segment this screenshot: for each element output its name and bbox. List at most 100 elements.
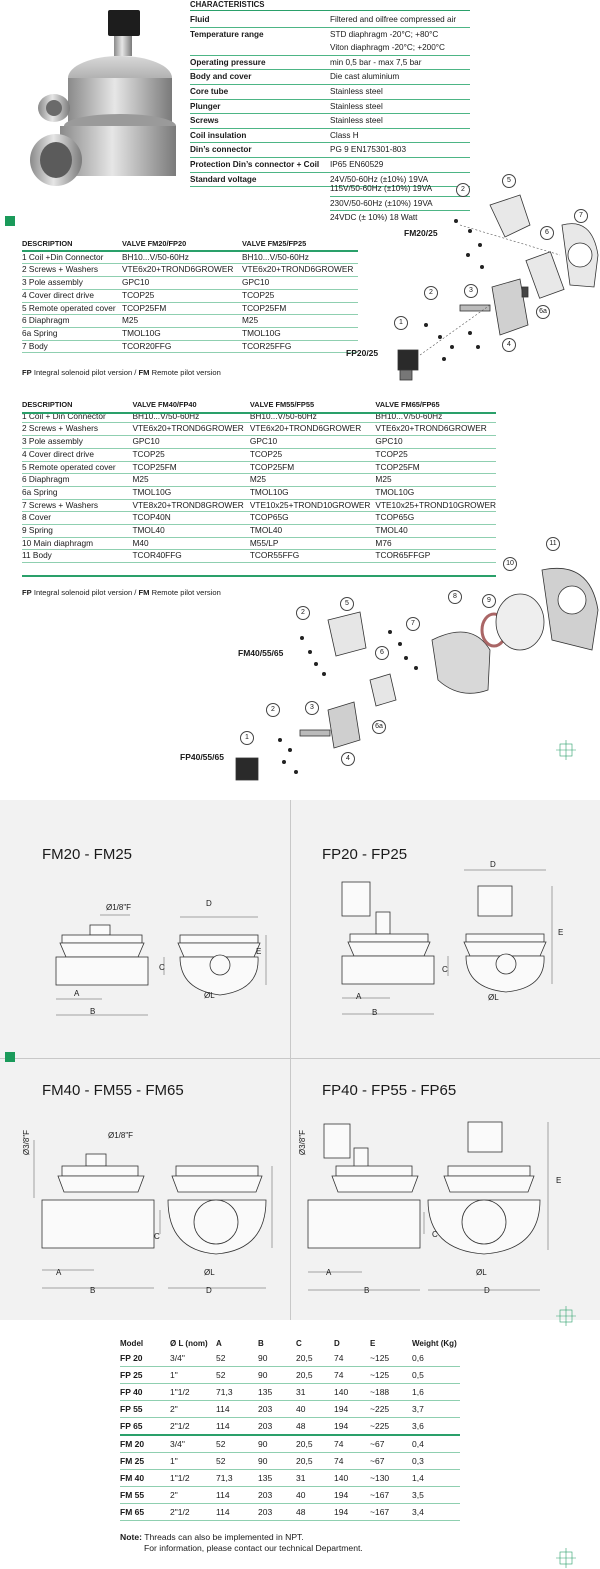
callout-3: 3 bbox=[464, 284, 478, 298]
parts-row-cell: 4 Cover direct drive bbox=[22, 448, 133, 462]
characteristics-value: Class H bbox=[330, 128, 470, 144]
dim-L-2: ØL bbox=[488, 993, 499, 1002]
model-cell: FM 40 bbox=[120, 1469, 170, 1487]
col-fm65: VALVE FM65/FP65 bbox=[375, 400, 440, 409]
parts-row-cell: TCOP25FM bbox=[122, 302, 242, 316]
title-fp40: FP40 - FP55 - FP65 bbox=[322, 1082, 457, 1099]
crop-mark bbox=[556, 740, 576, 760]
characteristics-value: STD diaphragm -20°C; +80°C Viton diaphra… bbox=[330, 27, 470, 56]
col-a: A bbox=[216, 1338, 222, 1348]
parts-row-cell: TCOR25FFG bbox=[242, 340, 358, 354]
model-cell: 52 bbox=[216, 1452, 258, 1470]
parts-row-cell: 6 Diaphragm bbox=[22, 473, 133, 487]
callout-1: 1 bbox=[394, 316, 408, 330]
characteristics-value: Stainless steel bbox=[330, 84, 470, 100]
model-cell: 2" bbox=[170, 1486, 216, 1504]
dim-E-4: E bbox=[556, 1176, 562, 1185]
model-cell: 90 bbox=[258, 1452, 296, 1470]
model-cell: 31 bbox=[296, 1383, 334, 1401]
characteristics-value: min 0,5 bar - max 7,5 bar bbox=[330, 55, 470, 71]
characteristics-key: Core tube bbox=[190, 84, 330, 100]
parts-row-cell: TCOP25FM bbox=[132, 461, 250, 475]
callout-b9: 9 bbox=[482, 594, 496, 608]
model-cell: 3,7 bbox=[412, 1400, 460, 1418]
parts-row-cell: 7 Body bbox=[22, 340, 122, 354]
dim-B-2: B bbox=[372, 1008, 378, 1017]
col-fm55: VALVE FM55/FP55 bbox=[249, 400, 315, 409]
model-cell: 40 bbox=[296, 1400, 334, 1418]
callout-b10: 10 bbox=[503, 557, 517, 571]
model-cell: 20,5 bbox=[296, 1452, 334, 1470]
dim-C-3: C bbox=[154, 1232, 160, 1241]
parts-row-cell: M25 bbox=[132, 473, 250, 487]
parts-row-cell: TCOP25FM bbox=[249, 461, 376, 475]
model-cell: ~225 bbox=[370, 1400, 412, 1418]
model-cell: 48 bbox=[296, 1417, 334, 1436]
parts-row-cell: TMOL40 bbox=[132, 524, 250, 538]
parts-row-cell: 4 Cover direct drive bbox=[22, 289, 122, 303]
model-cell: 203 bbox=[258, 1503, 296, 1521]
model-cell: ~167 bbox=[370, 1486, 412, 1504]
parts-row-cell: TCOP25 bbox=[375, 448, 496, 462]
parts-row-cell: VTE8x20+TROND8GROWER bbox=[132, 499, 250, 513]
model-cell: 40 bbox=[296, 1486, 334, 1504]
model-cell: 140 bbox=[334, 1469, 370, 1487]
characteristics-key: Body and cover bbox=[190, 69, 330, 85]
parts-row-cell: GPC10 bbox=[375, 435, 496, 449]
dim-B-1: B bbox=[90, 1007, 96, 1016]
model-cell: 52 bbox=[216, 1435, 258, 1453]
title-fm40: FM40 - FM55 - FM65 bbox=[42, 1082, 184, 1099]
parts-row-cell: TMOL10G bbox=[132, 486, 250, 500]
col-description: DESCRIPTION bbox=[22, 239, 73, 248]
footer-note: Note: Threads can also be implemented in… bbox=[120, 1532, 363, 1553]
parts-row-cell: 1 Coil +Din Connector bbox=[22, 250, 122, 265]
model-cell: 52 bbox=[216, 1366, 258, 1384]
model-cell: 74 bbox=[334, 1452, 370, 1470]
parts-row-cell: TCOP25 bbox=[242, 289, 358, 303]
model-cell: 74 bbox=[334, 1350, 370, 1367]
parts-row-cell: TCOR40FFG bbox=[132, 549, 250, 564]
title-fp2025: FP20 - FP25 bbox=[322, 846, 408, 863]
model-cell: ~125 bbox=[370, 1366, 412, 1384]
parts-row-cell: 8 Cover bbox=[22, 511, 133, 526]
dim-L-3: ØL bbox=[204, 1268, 215, 1277]
drawing-fm2025 bbox=[55, 914, 267, 1016]
model-cell: ~188 bbox=[370, 1383, 412, 1401]
dim-A-2: A bbox=[356, 992, 362, 1001]
callout-b1: 1 bbox=[240, 731, 254, 745]
table1-note: FP Integral solenoid pilot version / FM … bbox=[22, 368, 221, 377]
parts-row-cell: M25 bbox=[375, 473, 496, 487]
parts-row-cell: TMOL10G bbox=[375, 486, 496, 500]
model-cell: 0,5 bbox=[412, 1366, 460, 1384]
parts-row-cell: BH10...V/50-60Hz bbox=[242, 250, 358, 265]
model-cell: ~130 bbox=[370, 1469, 412, 1487]
model-cell: 1" bbox=[170, 1366, 216, 1384]
model-cell: 114 bbox=[216, 1400, 258, 1418]
title-fm2025: FM20 - FM25 bbox=[42, 846, 133, 863]
model-cell: 1,6 bbox=[412, 1383, 460, 1401]
dim-E-2: E bbox=[558, 928, 564, 937]
crop-mark-2 bbox=[556, 1306, 576, 1326]
parts-row-cell: TCOP65G bbox=[249, 511, 376, 526]
model-cell: 20,5 bbox=[296, 1350, 334, 1367]
model-cell: 71,3 bbox=[216, 1469, 258, 1487]
dim-D-1: D bbox=[206, 899, 212, 908]
characteristics-value: PG 9 EN175301-803 bbox=[330, 142, 470, 158]
model-cell: FM 25 bbox=[120, 1452, 170, 1470]
